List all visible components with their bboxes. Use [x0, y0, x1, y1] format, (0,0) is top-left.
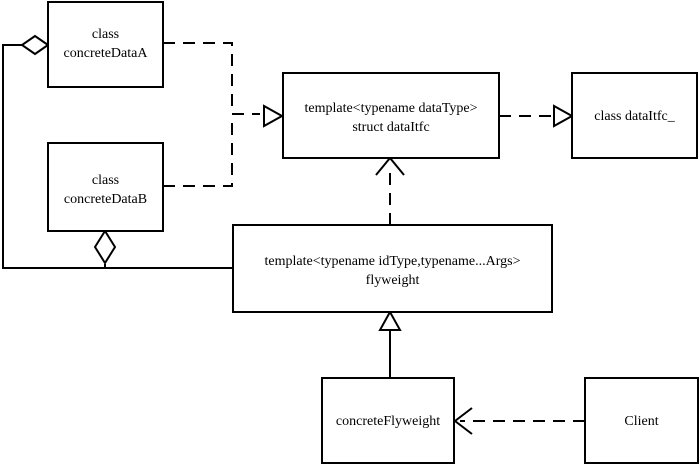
- aggregation-diamond-concretedataa: [20, 34, 50, 56]
- class-box-concretedataa: class concreteDataA: [47, 1, 164, 88]
- class-box-flyweight: template<typename idType,typename...Args…: [232, 224, 553, 313]
- dataitfc-line2: struct dataItfc: [352, 120, 429, 135]
- concretedatab-line1: class: [92, 173, 119, 188]
- dataitfc-line1: template<typename dataType>: [304, 101, 477, 116]
- connector-concretedatab-to-dataitfc: [163, 118, 233, 187]
- class-box-client: Client: [584, 377, 699, 464]
- class-box-concreteflyweight: concreteFlyweight: [321, 377, 455, 464]
- concretedataa-line2: concreteDataA: [64, 46, 149, 61]
- client-line1: Client: [624, 414, 658, 429]
- realization-arrowhead-dataitfc-base: [553, 104, 575, 128]
- flyweight-line1: template<typename idType,typename...Args…: [265, 254, 521, 269]
- realization-arrowhead-dataitfc: [263, 104, 285, 128]
- dependency-arrowhead-dataitfc: [375, 156, 405, 176]
- concretedatab-line2: concreteDataB: [64, 192, 147, 207]
- concretedataa-line1: class: [92, 27, 119, 42]
- dataitfc-base-line1: class dataItfc_: [594, 109, 675, 124]
- flyweight-line2: flyweight: [366, 273, 420, 288]
- connector-flyweight-aggregation-concretedataa: [2, 44, 233, 269]
- class-box-dataitfc-base: class dataItfc_: [571, 72, 698, 159]
- concreteflyweight-line1: concreteFlyweight: [336, 414, 440, 429]
- class-box-concretedatab: class concreteDataB: [47, 142, 164, 232]
- aggregation-diamond-concretedatab: [93, 229, 117, 265]
- class-box-dataitfc: template<typename dataType> struct dataI…: [282, 72, 500, 159]
- inheritance-arrowhead-flyweight: [378, 309, 402, 331]
- connector-concretedataa-to-dataitfc: [163, 42, 260, 115]
